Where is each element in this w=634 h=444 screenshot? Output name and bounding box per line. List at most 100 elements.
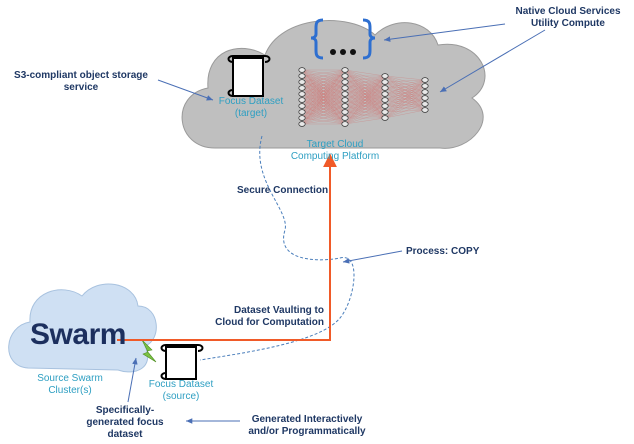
nn-node	[298, 115, 306, 121]
nn-node	[341, 73, 349, 79]
nn-edge	[301, 75, 346, 125]
specific-line2: generated focus	[86, 417, 164, 428]
nn-edge	[301, 69, 346, 77]
nn-node	[298, 91, 306, 97]
vaulting-label: Dataset Vaulting to Cloud for Computatio…	[200, 305, 324, 329]
generated-line2: and/or Programmatically	[248, 426, 366, 437]
nn-node	[421, 95, 429, 101]
nn-node	[381, 91, 389, 97]
nn-edge	[301, 81, 346, 125]
source-swarm-line1: Source Swarm	[37, 373, 103, 384]
nn-node	[298, 73, 306, 79]
nn-node	[421, 107, 429, 113]
nn-edge	[344, 75, 386, 119]
nn-node	[341, 79, 349, 85]
nn-edge	[344, 81, 386, 125]
target-platform-line1: Target Cloud	[306, 139, 364, 150]
focus-target-line1: Focus Dataset	[218, 96, 284, 107]
scroll-icon	[227, 55, 271, 97]
nn-node	[298, 103, 306, 109]
nn-node	[381, 103, 389, 109]
nn-edge	[301, 117, 346, 125]
nn-edge	[384, 109, 426, 119]
nn-edge	[344, 75, 386, 89]
source-swarm-label: Source Swarm Cluster(s)	[32, 373, 108, 397]
nn-edge	[384, 79, 426, 89]
nn-node	[298, 97, 306, 103]
lightning-bolt-icon	[141, 339, 157, 363]
scroll-icon	[160, 344, 204, 380]
nn-edge	[301, 69, 346, 119]
nn-edge	[344, 75, 386, 107]
s3-line1: S3-compliant object storage	[14, 70, 148, 81]
source-swarm-line2: Cluster(s)	[48, 385, 92, 396]
nn-node	[298, 109, 306, 115]
source-cloud	[8, 283, 157, 373]
process-copy-label: Process: COPY	[406, 246, 480, 257]
secure-connection-label: Secure Connection	[237, 185, 329, 196]
nn-edge	[384, 79, 426, 113]
nn-edge	[344, 87, 386, 125]
focus-target-line2: (target)	[234, 108, 268, 119]
nn-node	[381, 115, 389, 121]
nn-edge	[384, 79, 426, 119]
nn-edge	[344, 99, 386, 125]
nn-node	[341, 67, 349, 73]
nn-edge	[384, 75, 426, 81]
nn-edge	[344, 69, 386, 77]
specific-line3: dataset	[107, 429, 143, 440]
nn-node	[421, 77, 429, 83]
nn-edge	[384, 97, 426, 119]
nn-edge	[301, 69, 346, 113]
nn-edge	[344, 93, 386, 125]
nn-node	[298, 79, 306, 85]
nn-edge	[384, 103, 426, 119]
native-cloud-line2: Utility Compute	[531, 18, 605, 29]
nn-edge	[344, 75, 386, 83]
nn-node	[381, 79, 389, 85]
specific-line1: Specifically-	[95, 405, 155, 416]
nn-node	[421, 89, 429, 95]
target-platform-line2: Computing Platform	[290, 151, 380, 162]
focus-source-line1: Focus Dataset	[148, 379, 214, 390]
nn-node	[298, 121, 306, 127]
annotation-arrows	[127, 23, 546, 424]
nn-node	[341, 85, 349, 91]
native-cloud-line1: Native Cloud Services	[515, 6, 621, 17]
nn-edge	[301, 93, 346, 125]
dashed-copy-path	[199, 135, 355, 361]
focus-source-line2: (source)	[162, 391, 200, 402]
specific-dataset-label: Specifically- generated focus dataset	[80, 405, 170, 441]
target-platform-label: Target Cloud Computing Platform	[280, 139, 390, 163]
nn-node	[421, 101, 429, 107]
nn-edge	[344, 75, 386, 101]
nn-node	[341, 121, 349, 127]
nn-edge	[384, 79, 426, 95]
nn-node	[298, 67, 306, 73]
nn-node	[341, 109, 349, 115]
nn-edge	[384, 85, 426, 119]
focus-target-label: Focus Dataset (target)	[216, 96, 286, 120]
nn-edge	[301, 99, 346, 125]
nn-node	[381, 109, 389, 115]
nn-edge	[301, 87, 346, 125]
nn-edge	[344, 111, 386, 125]
nn-edge	[344, 105, 386, 125]
vault-path	[117, 153, 337, 341]
nn-edge	[384, 91, 426, 119]
nn-node	[341, 103, 349, 109]
nn-edge	[384, 79, 426, 101]
nn-node	[298, 85, 306, 91]
neural-network-icon	[298, 67, 429, 127]
nn-node	[421, 83, 429, 89]
nn-edge	[344, 75, 386, 125]
native-cloud-label: Native Cloud Services Utility Compute	[508, 6, 628, 30]
nn-edge	[301, 69, 346, 101]
nn-edge	[301, 69, 346, 95]
nn-edge	[301, 69, 346, 83]
nn-edge	[301, 111, 346, 125]
swarm-logo: Swarm	[30, 318, 126, 351]
nn-edge	[301, 69, 346, 89]
vaulting-line2: Cloud for Computation	[215, 317, 324, 328]
